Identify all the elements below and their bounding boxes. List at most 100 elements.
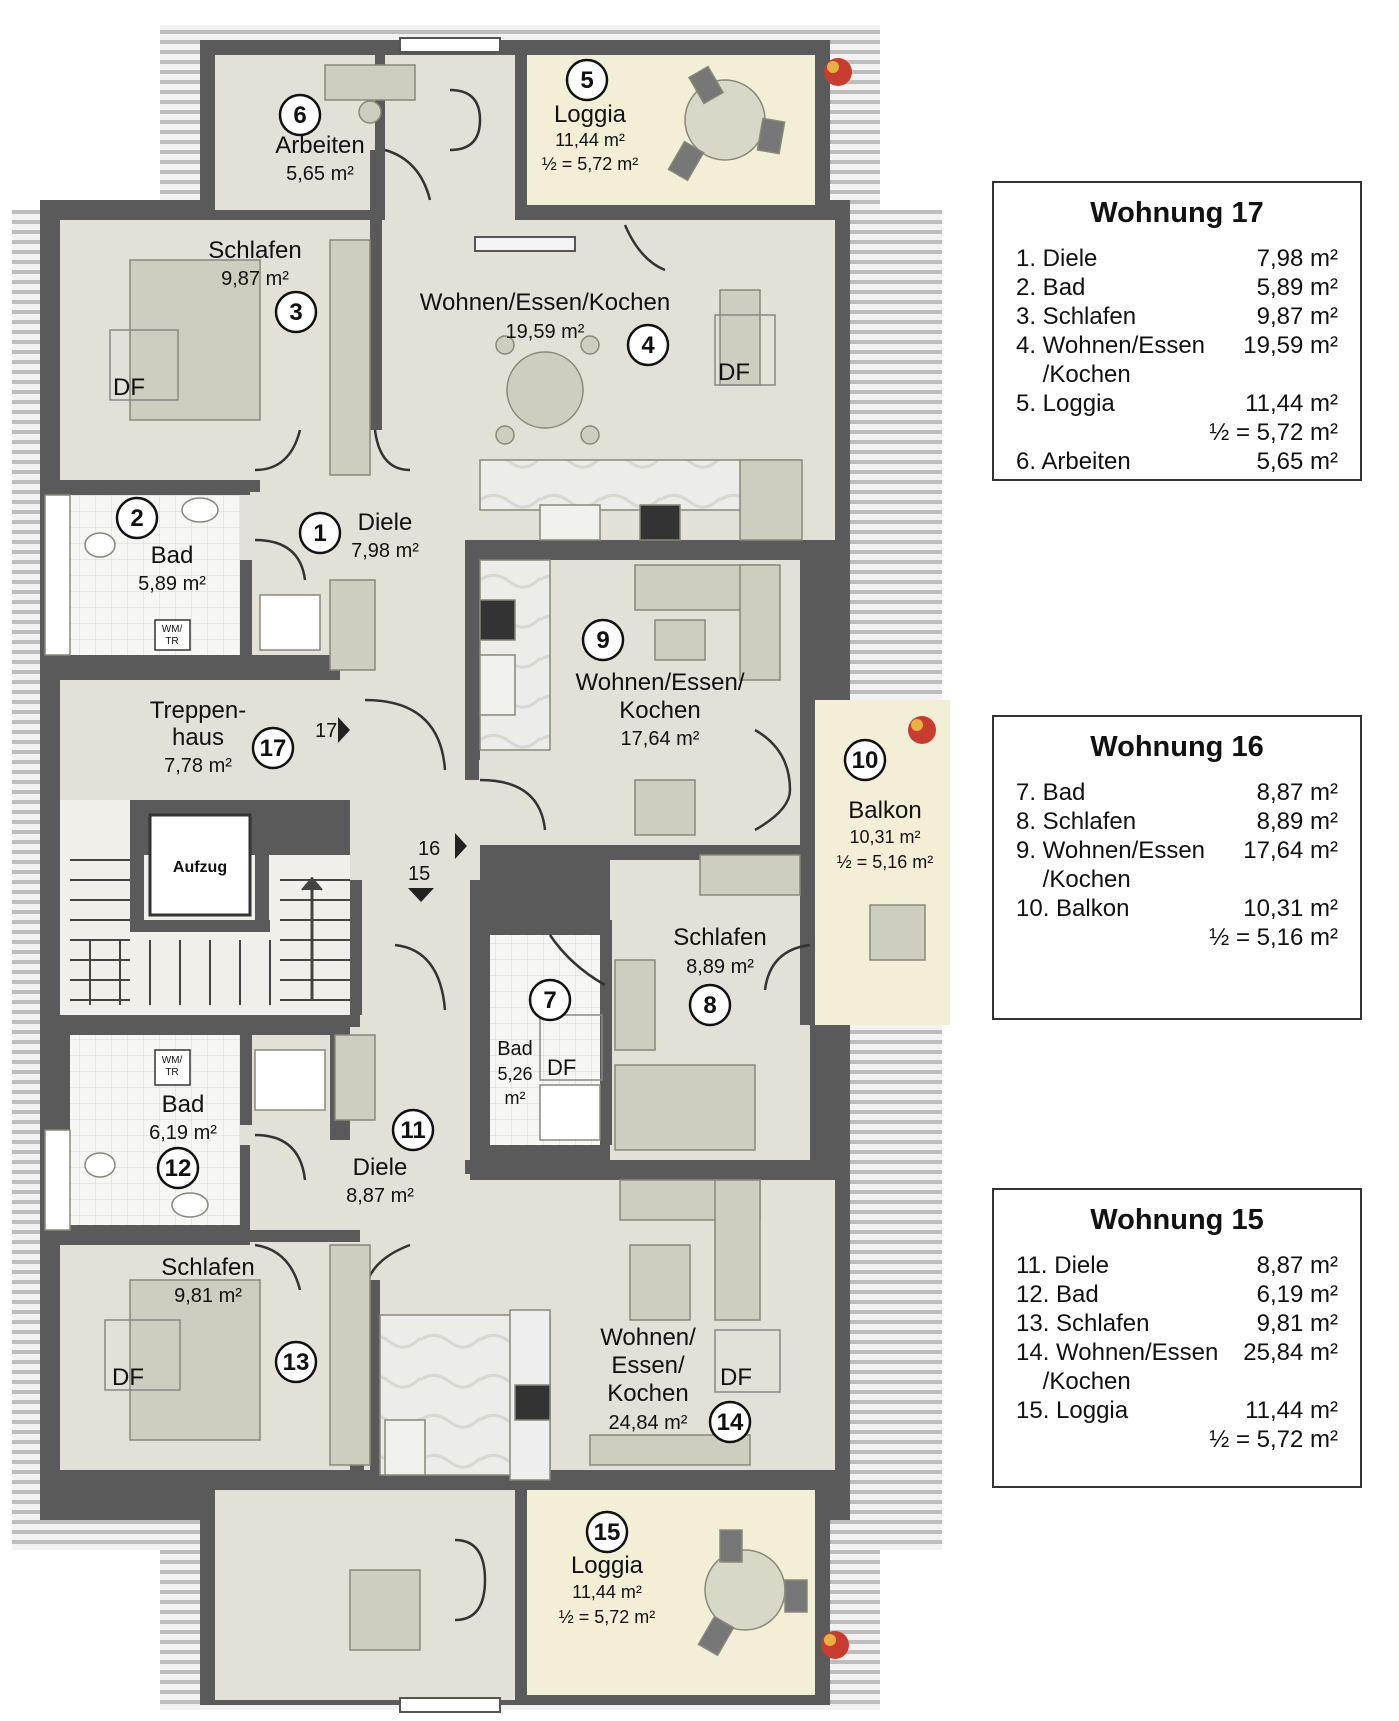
room-name-schlafen-8: Schlafen: [673, 924, 766, 951]
legend-room-area: 6,19 m²: [1256, 1281, 1338, 1308]
room-area-bad-12: 6,19 m²: [149, 1122, 217, 1144]
legend-room-area: ½ = 5,16 m²: [1209, 924, 1338, 951]
room-number-5: 5: [580, 67, 593, 94]
room-name-bad-12: Bad: [162, 1091, 205, 1118]
room-labels: 6 Arbeiten 5,65 m² 5 Loggia 11,44 m² ½ =…: [112, 58, 934, 1627]
room-number-8: 8: [703, 992, 716, 1019]
room-number-12: 12: [165, 1155, 192, 1182]
room-area-loggia-top: 11,44 m²: [555, 130, 625, 150]
legend-row: ½ = 5,16 m²: [1016, 923, 1338, 952]
room-name-arbeiten: Arbeiten: [275, 132, 364, 159]
legend-room-area: 19,59 m²: [1243, 332, 1338, 359]
legend-room-name: 6. Arbeiten: [1016, 448, 1131, 475]
room-number-10: 10: [852, 747, 879, 774]
legend-room-name: 14. Wohnen/Essen: [1016, 1339, 1219, 1366]
room-area-treppenhaus: 7,78 m²: [164, 755, 232, 777]
room-area-bad-7-unit: m²: [505, 1088, 526, 1108]
room-area-arbeiten: 5,65 m²: [286, 163, 354, 185]
room-name-wohnen-4: Wohnen/Essen/Kochen: [420, 289, 670, 316]
legend-title: Wohnung 17: [1090, 197, 1264, 229]
legend-row: 12. Bad 6,19 m²: [1016, 1280, 1338, 1309]
room-name-diele-11: Diele: [353, 1154, 408, 1181]
entry-label-15: 15: [408, 863, 430, 885]
room-half-balkon: ½ = 5,16 m²: [837, 852, 934, 872]
room-area-diele-1: 7,98 m²: [351, 540, 419, 562]
legend-room-area: 10,31 m²: [1243, 895, 1338, 922]
legend-room-area: 8,87 m²: [1256, 1252, 1338, 1279]
legend-room-area: 11,44 m²: [1245, 390, 1338, 417]
room-number-11: 11: [400, 1117, 425, 1144]
room-half-loggia-bottom: ½ = 5,72 m²: [559, 1607, 656, 1627]
room-number-6-text: 6: [293, 102, 306, 129]
room-name-treppenhaus: Treppen-: [150, 697, 247, 724]
df-label: DF: [547, 1055, 576, 1080]
doors: [254, 88, 811, 1622]
room-number-15: 15: [594, 1519, 621, 1546]
room-name-bad-2: Bad: [151, 542, 194, 569]
legend-room-area: 5,65 m²: [1256, 448, 1338, 475]
entry-label-16: 16: [418, 838, 440, 860]
legend-room-name: 1. Diele: [1016, 245, 1098, 272]
legend-room-area: ½ = 5,72 m²: [1209, 419, 1338, 446]
flower-decorations: [821, 58, 936, 1659]
staircase: [70, 859, 350, 1005]
df-label: DF: [112, 1364, 144, 1391]
room-area-schlafen-8: 8,89 m²: [686, 956, 754, 978]
legend-room-area: 5,89 m²: [1256, 274, 1338, 301]
legend-row: /Kochen: [1016, 1367, 1338, 1396]
wmtr-label: TR: [165, 636, 178, 647]
room-area-bad-2: 5,89 m²: [138, 573, 206, 595]
room-floors: [60, 55, 950, 1700]
legend-room-area: 9,87 m²: [1256, 303, 1338, 330]
legend-room-name: 2. Bad: [1016, 274, 1086, 301]
df-label: DF: [720, 1364, 752, 1391]
room-number-14: 14: [717, 1409, 744, 1436]
interior-walls: [60, 40, 835, 1700]
room-number-6: [278, 93, 322, 137]
legend-row: 10. Balkon 10,31 m²: [1016, 894, 1338, 923]
legend-room-area: 7,98 m²: [1256, 245, 1338, 272]
room-name-schlafen-3: Schlafen: [208, 237, 301, 264]
room-area-wohnen-4: 19,59 m²: [506, 321, 585, 343]
legend-rows: 11. Diele 8,87 m² 12. Bad 6,19 m² 13. Schlaf…: [1016, 1251, 1338, 1454]
legend-room-name: 12. Bad: [1016, 1281, 1099, 1308]
room-name-bad-7: Bad: [497, 1038, 533, 1060]
windows: [399, 37, 576, 1713]
legend-room-name: 13. Schlafen: [1016, 1310, 1150, 1337]
room-number-2: 2: [130, 505, 143, 532]
legend-rows: 1. Diele 7,98 m² 2. Bad 5,89 m² 3. Schlafen 9…: [1016, 244, 1338, 476]
legend-room-name: 10. Balkon: [1016, 895, 1130, 922]
legend-room-name: 4. Wohnen/Essen: [1016, 332, 1206, 359]
legend-row: /Kochen: [1016, 865, 1338, 894]
legend-room-name: 7. Bad: [1016, 779, 1086, 806]
room-name-wohnen-14-line2: Essen/: [611, 1352, 685, 1379]
df-label: DF: [718, 359, 750, 386]
room-name-wohnen-9-line2: Kochen: [619, 697, 700, 724]
legend-room-area: 8,89 m²: [1256, 808, 1338, 835]
wmtr-label: TR: [165, 1067, 178, 1078]
legend-row: 6. Arbeiten 5,65 m²: [1016, 447, 1338, 476]
legend-row: 3. Schlafen 9,87 m²: [1016, 302, 1338, 331]
legend-row: 2. Bad 5,89 m²: [1016, 273, 1338, 302]
legend-room-name: 15. Loggia: [1016, 1397, 1129, 1424]
room-number-1: 1: [313, 520, 326, 547]
legend-room-area: ½ = 5,72 m²: [1209, 1426, 1338, 1453]
legend-room-name: 11. Diele: [1016, 1252, 1109, 1279]
wmtr-label: WM/: [162, 1055, 183, 1066]
entry-arrow-17: [338, 717, 350, 743]
entry-label-17: 17: [315, 720, 337, 742]
room-name-wohnen-14-line3: Kochen: [607, 1380, 688, 1407]
room-name-treppenhaus-line2: haus: [172, 724, 224, 751]
legend-room-area: 25,84 m²: [1243, 1339, 1338, 1366]
room-area-diele-11: 8,87 m²: [346, 1185, 414, 1207]
legend-room-name: 3. Schlafen: [1016, 303, 1137, 330]
wmtr-label: WM/: [162, 624, 183, 635]
legend-room-name: /Kochen: [1016, 1368, 1131, 1395]
